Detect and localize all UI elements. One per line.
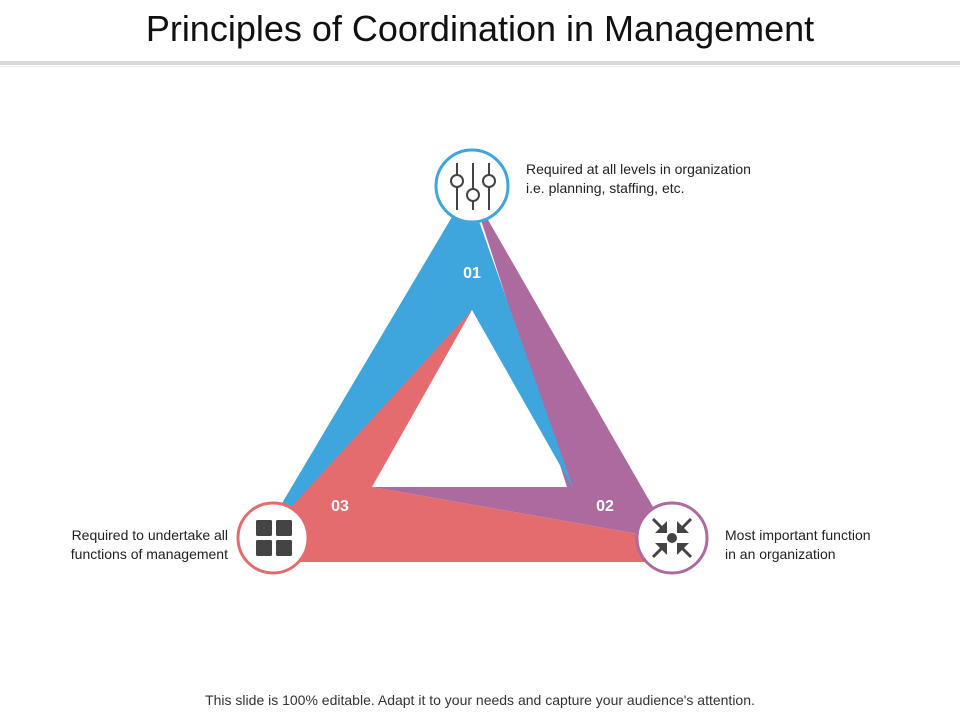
title-divider	[0, 61, 960, 65]
segment-01-number: 01	[463, 265, 481, 282]
node-01	[434, 148, 510, 224]
description-01: Required at all levels in organization i…	[526, 160, 751, 198]
slide-title: Principles of Coordination in Management	[145, 8, 815, 49]
sliders-icon	[450, 163, 496, 210]
description-03-line-2: functions of management	[70, 546, 228, 562]
description-02: Most important function in an organizati…	[725, 526, 871, 564]
node-02	[635, 501, 709, 575]
arrows-inward-icon	[651, 517, 693, 559]
segment-03-number: 03	[331, 498, 349, 515]
description-03-line-1: Required to undertake all	[71, 527, 228, 543]
description-03: Required to undertake all functions of m…	[20, 526, 228, 564]
segment-01-band	[270, 190, 574, 530]
node-03	[236, 501, 310, 575]
title-divider-shadow	[0, 66, 960, 67]
description-01-line-2: i.e. planning, staffing, etc.	[526, 180, 685, 196]
description-02-line-1: Most important function	[725, 527, 871, 543]
segment-02-number: 02	[596, 498, 614, 515]
grid-icon	[256, 520, 292, 556]
footer-note: This slide is 100% editable. Adapt it to…	[205, 692, 755, 708]
segment-03-band	[275, 310, 672, 562]
segment-02-band	[372, 192, 672, 540]
inner-triangle	[373, 314, 567, 487]
description-01-line-1: Required at all levels in organization	[526, 161, 751, 177]
description-02-line-2: in an organization	[725, 546, 836, 562]
